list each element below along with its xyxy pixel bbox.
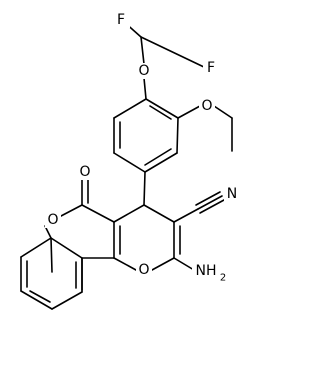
bond-phenyl-1 [145,98,179,119]
atom-n-amino-subscript: 2 [220,273,226,284]
chemical-structure-diagram: F F O O O O O N NH 2 [20,12,240,310]
atom-f1: F [117,12,125,28]
bond-chf2-o1 [140,36,145,65]
atom-o-ether2: O [201,98,212,114]
bond-o1-ring [143,77,147,100]
bond-c6a-c10a [50,237,53,273]
bond-phenyl-inner-2 [144,148,172,166]
bond-c3-cn [173,208,199,223]
bond-c5-olactone [60,204,83,217]
bond-phenyl-inner-1 [149,105,172,120]
structure-canvas: F F O O O O O N NH 2 [20,12,240,310]
atom-o-ether1: O [138,63,149,79]
bond-benzo-1 [50,237,83,259]
bond-phenyl-3 [144,152,178,173]
bond-cn-triple-1 [197,195,223,210]
atom-o-carbonyl: O [79,164,90,180]
bond-phenyl-6 [113,98,147,119]
bond-chf2-f2 [140,36,207,69]
bond-benzo-3 [51,291,83,310]
bond-phenyl-2 [176,117,179,154]
bond-c4-c3 [143,204,175,223]
bond-benzo-inner-3 [29,290,51,303]
atom-f2: F [207,60,215,76]
bond-c4a-c4 [113,204,145,223]
atom-o-lactone: O [47,212,58,228]
atom-labels: F F O O O O O N NH 2 [45,12,240,284]
bond-c2-nh2 [173,257,195,271]
atom-n-nitrile: N [227,186,237,202]
bond-ring-o2 [177,105,201,119]
bond-cn-triple-2 [195,191,221,206]
bonds [20,20,233,310]
bond-benzo-4 [20,290,53,310]
bond-phenyl-c4 [143,171,146,206]
bond-o2-ch2 [213,105,233,119]
atom-n-amino: NH [196,263,217,279]
bond-cn-triple-3 [199,199,225,214]
atom-o-pyran: O [138,262,149,278]
bond-c2-opyran [151,257,175,271]
bond-phenyl-4 [113,152,146,173]
bond-opyran-c10b [113,257,137,271]
bond-c4a-c5 [81,204,115,223]
bond-benzo-6 [20,237,52,258]
